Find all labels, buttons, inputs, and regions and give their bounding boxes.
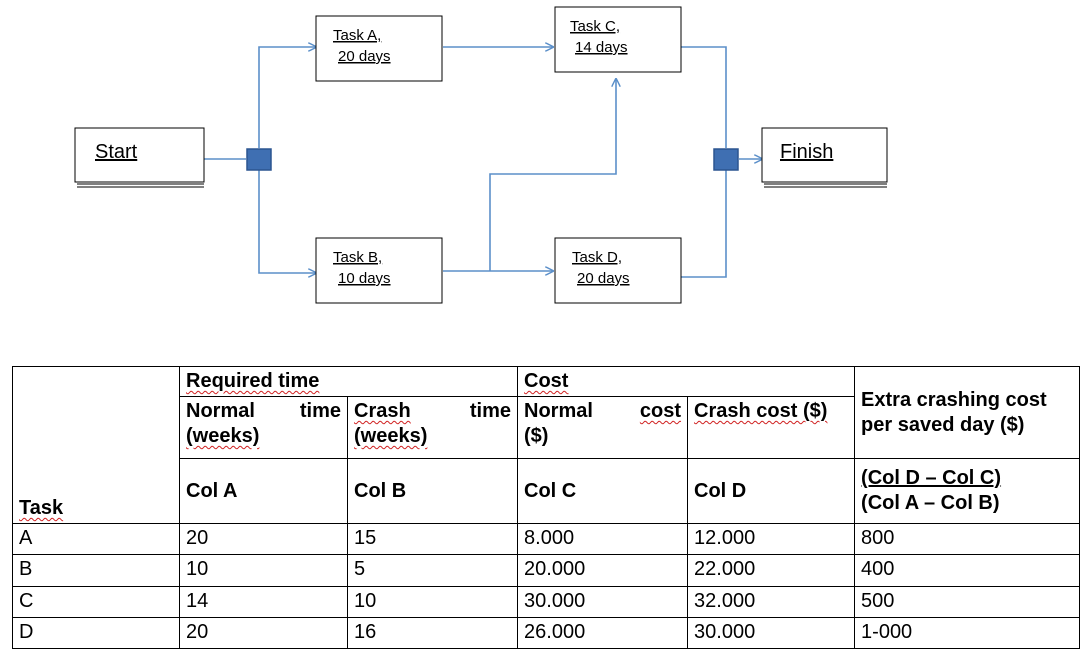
- task-c-line2: 14 days: [575, 39, 628, 56]
- task-a-line2: 20 days: [338, 48, 391, 65]
- task-c-node: Task C, 14 days: [554, 6, 682, 73]
- cell-normal-time: 14: [179, 585, 348, 618]
- task-d-line1: Task D,: [572, 249, 622, 266]
- normal-cost-header: Normal cost ($): [517, 396, 689, 459]
- normal-cost-word2: cost: [639, 400, 682, 422]
- normal-cost-unit: ($): [524, 425, 549, 447]
- task-c-line1: Task C,: [570, 18, 620, 35]
- cell-normal-cost: 8.000: [517, 522, 689, 556]
- cell-normal-time: 20: [179, 522, 348, 556]
- cell-crash-cost: 32.000: [687, 585, 856, 618]
- crash-time-unit: (weeks): [354, 425, 428, 447]
- normal-time-unit: (weeks): [186, 425, 260, 447]
- normal-time-word1: Normal: [186, 400, 255, 422]
- crash-time-header: Crash time (weeks): [346, 396, 519, 459]
- task-b-line2: 10 days: [338, 270, 391, 287]
- table-row: A 20 15 8.000 12.000 800: [12, 522, 1081, 556]
- col-a-label: Col A: [179, 458, 348, 524]
- required-time-header: Required time: [178, 366, 519, 397]
- task-a-line1: Task A,: [333, 27, 381, 44]
- crashing-cost-table: Task Required time Cost Extra crashing c…: [12, 366, 1081, 650]
- connector-task-d-junction: [681, 170, 727, 278]
- cell-normal-cost: 26.000: [517, 616, 689, 650]
- table-row: B 10 5 20.000 22.000 400: [12, 554, 1081, 587]
- cell-crash-time: 16: [346, 616, 519, 650]
- task-b-line1: Task B,: [333, 249, 382, 266]
- cell-normal-time: 10: [179, 554, 348, 587]
- formula-cell: (Col D – Col C) (Col A – Col B): [854, 458, 1081, 524]
- finish-node: Finish: [761, 127, 888, 188]
- cell-crash-cost: 12.000: [687, 522, 856, 556]
- col-b-label: Col B: [346, 458, 519, 524]
- cell-crash-time: 10: [346, 585, 519, 618]
- extra-cost-header-line2: per saved day ($): [861, 413, 1025, 436]
- network-diagram: Start Finish Task A, 20 days Task C, 14 …: [74, 6, 888, 304]
- formula-numerator: (Col D – Col C): [861, 467, 1002, 489]
- cell-crash-time: 15: [346, 522, 519, 556]
- cell-task: A: [12, 522, 180, 556]
- task-a-node: Task A, 20 days: [315, 15, 443, 82]
- crash-time-word1: Crash: [354, 400, 411, 422]
- extra-cost-header: Extra crashing cost per saved day ($): [854, 366, 1081, 459]
- crash-cost-header: Crash cost ($): [687, 396, 856, 459]
- connector-junction-task-b: [258, 170, 316, 273]
- task-d-line2: 20 days: [577, 270, 630, 287]
- cell-task: C: [12, 585, 180, 618]
- start-node: Start: [74, 127, 205, 188]
- col-d-label: Col D: [687, 458, 856, 524]
- task-header: Task: [12, 366, 180, 524]
- connector-task-c-junction: [681, 46, 727, 148]
- normal-cost-word1: Normal: [524, 400, 593, 422]
- junction-merge: [713, 148, 739, 171]
- task-b-node: Task B, 10 days: [315, 237, 443, 304]
- cell-extra-cost: 1-000: [854, 616, 1081, 650]
- cell-normal-time: 20: [179, 616, 348, 650]
- cell-crash-time: 5: [346, 554, 519, 587]
- connectors: [204, 46, 762, 278]
- cell-extra-cost: 400: [854, 554, 1081, 587]
- formula-denominator: (Col A – Col B): [861, 492, 1000, 514]
- cell-crash-cost: 30.000: [687, 616, 856, 650]
- cell-crash-cost: 22.000: [687, 554, 856, 587]
- table-row: D 20 16 26.000 30.000 1-000: [12, 616, 1081, 650]
- connector-task-b-task-c: [489, 79, 616, 271]
- task-d-node: Task D, 20 days: [554, 237, 682, 304]
- connector-junction-task-a: [258, 47, 316, 148]
- crash-time-word2: time: [469, 400, 512, 422]
- normal-time-word2: time: [299, 400, 341, 422]
- cell-normal-cost: 30.000: [517, 585, 689, 618]
- cost-header: Cost: [517, 366, 856, 397]
- finish-label: Finish: [780, 141, 833, 163]
- cell-extra-cost: 800: [854, 522, 1081, 556]
- col-c-label: Col C: [517, 458, 689, 524]
- start-label: Start: [95, 141, 138, 163]
- extra-cost-header-line1: Extra crashing cost: [861, 388, 1047, 411]
- cell-task: B: [12, 554, 180, 587]
- cell-normal-cost: 20.000: [517, 554, 689, 587]
- junction-split: [246, 148, 272, 171]
- cell-task: D: [12, 616, 180, 650]
- table-row: C 14 10 30.000 32.000 500: [12, 585, 1081, 618]
- cell-extra-cost: 500: [854, 585, 1081, 618]
- normal-time-header: Normal time (weeks): [179, 396, 348, 459]
